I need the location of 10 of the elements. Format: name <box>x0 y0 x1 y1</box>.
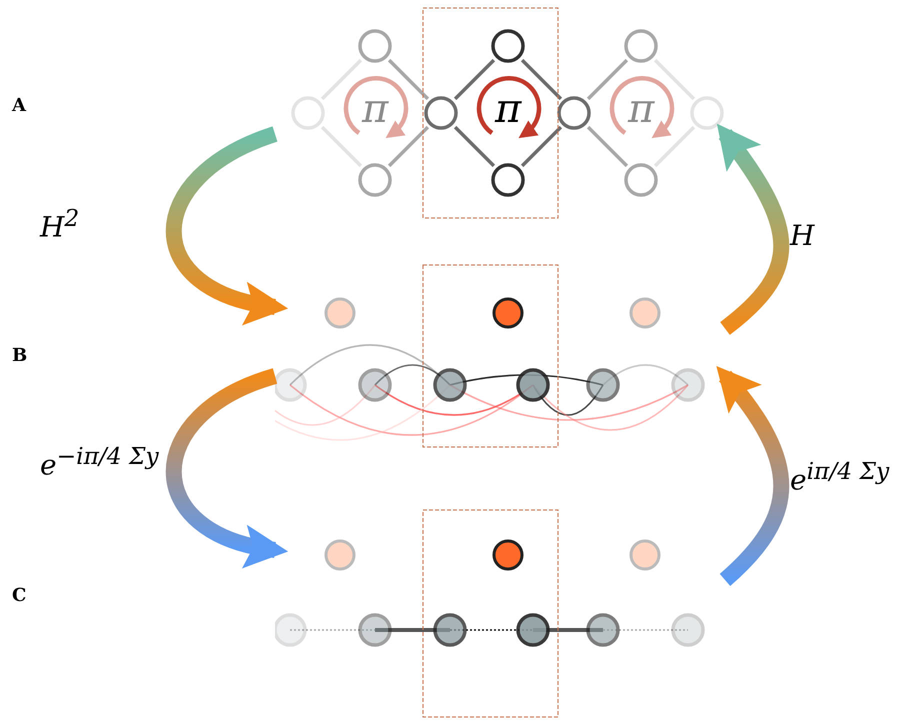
transformation-arrow <box>716 366 790 586</box>
flux-label: π <box>628 89 654 129</box>
flux-label: π <box>362 89 388 129</box>
transformation-arrow <box>717 123 790 335</box>
panel-label: A <box>12 95 26 116</box>
panel-label: B <box>12 345 28 366</box>
panel-label: C <box>12 585 26 606</box>
flux-label: π <box>495 89 522 129</box>
transformation-arrow <box>166 368 288 566</box>
transformation-arrow <box>166 126 288 324</box>
